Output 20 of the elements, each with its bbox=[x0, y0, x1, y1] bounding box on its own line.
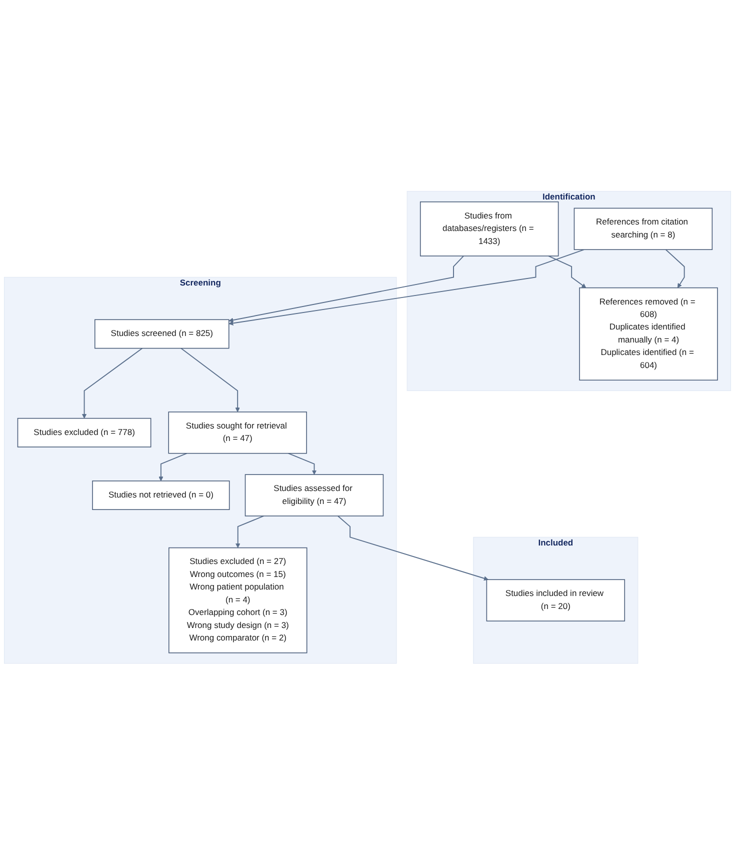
arrow bbox=[158, 452, 188, 481]
node-box: Studies from databases/registers (n = 1433) bbox=[420, 201, 559, 256]
arrow bbox=[228, 255, 464, 322]
arrow bbox=[548, 255, 586, 288]
node-box: Studies excluded (n = 27) Wrong outcomes (n = 15) Wrong patient population (n = 4) Overlapping cohort (n = 3) Wrong study design (n = 3) Wrong comparator (n = 2) bbox=[168, 547, 308, 653]
arrow bbox=[228, 248, 585, 326]
arrow bbox=[180, 347, 240, 412]
node-box: Studies screened (n = 825) bbox=[94, 318, 230, 348]
arrow bbox=[665, 248, 685, 288]
node-box: Studies included in review (n = 20) bbox=[486, 578, 626, 622]
node-box: References removed (n = 608) Duplicates identified manually (n = 4) Duplicates identified (n = 604) bbox=[579, 287, 718, 380]
node-box: Studies not retrieved (n = 0) bbox=[92, 480, 230, 510]
node-box: Studies sought for retrieval (n = 47) bbox=[168, 411, 307, 454]
arrow bbox=[288, 452, 317, 474]
node-box: References from citation searching (n = 8) bbox=[574, 207, 713, 250]
node-box: Studies excluded (n = 778) bbox=[17, 418, 152, 448]
arrow bbox=[337, 515, 488, 580]
arrow bbox=[82, 347, 143, 418]
node-box: Studies assessed for eligibility (n = 47) bbox=[244, 474, 384, 516]
arrow bbox=[236, 515, 264, 548]
